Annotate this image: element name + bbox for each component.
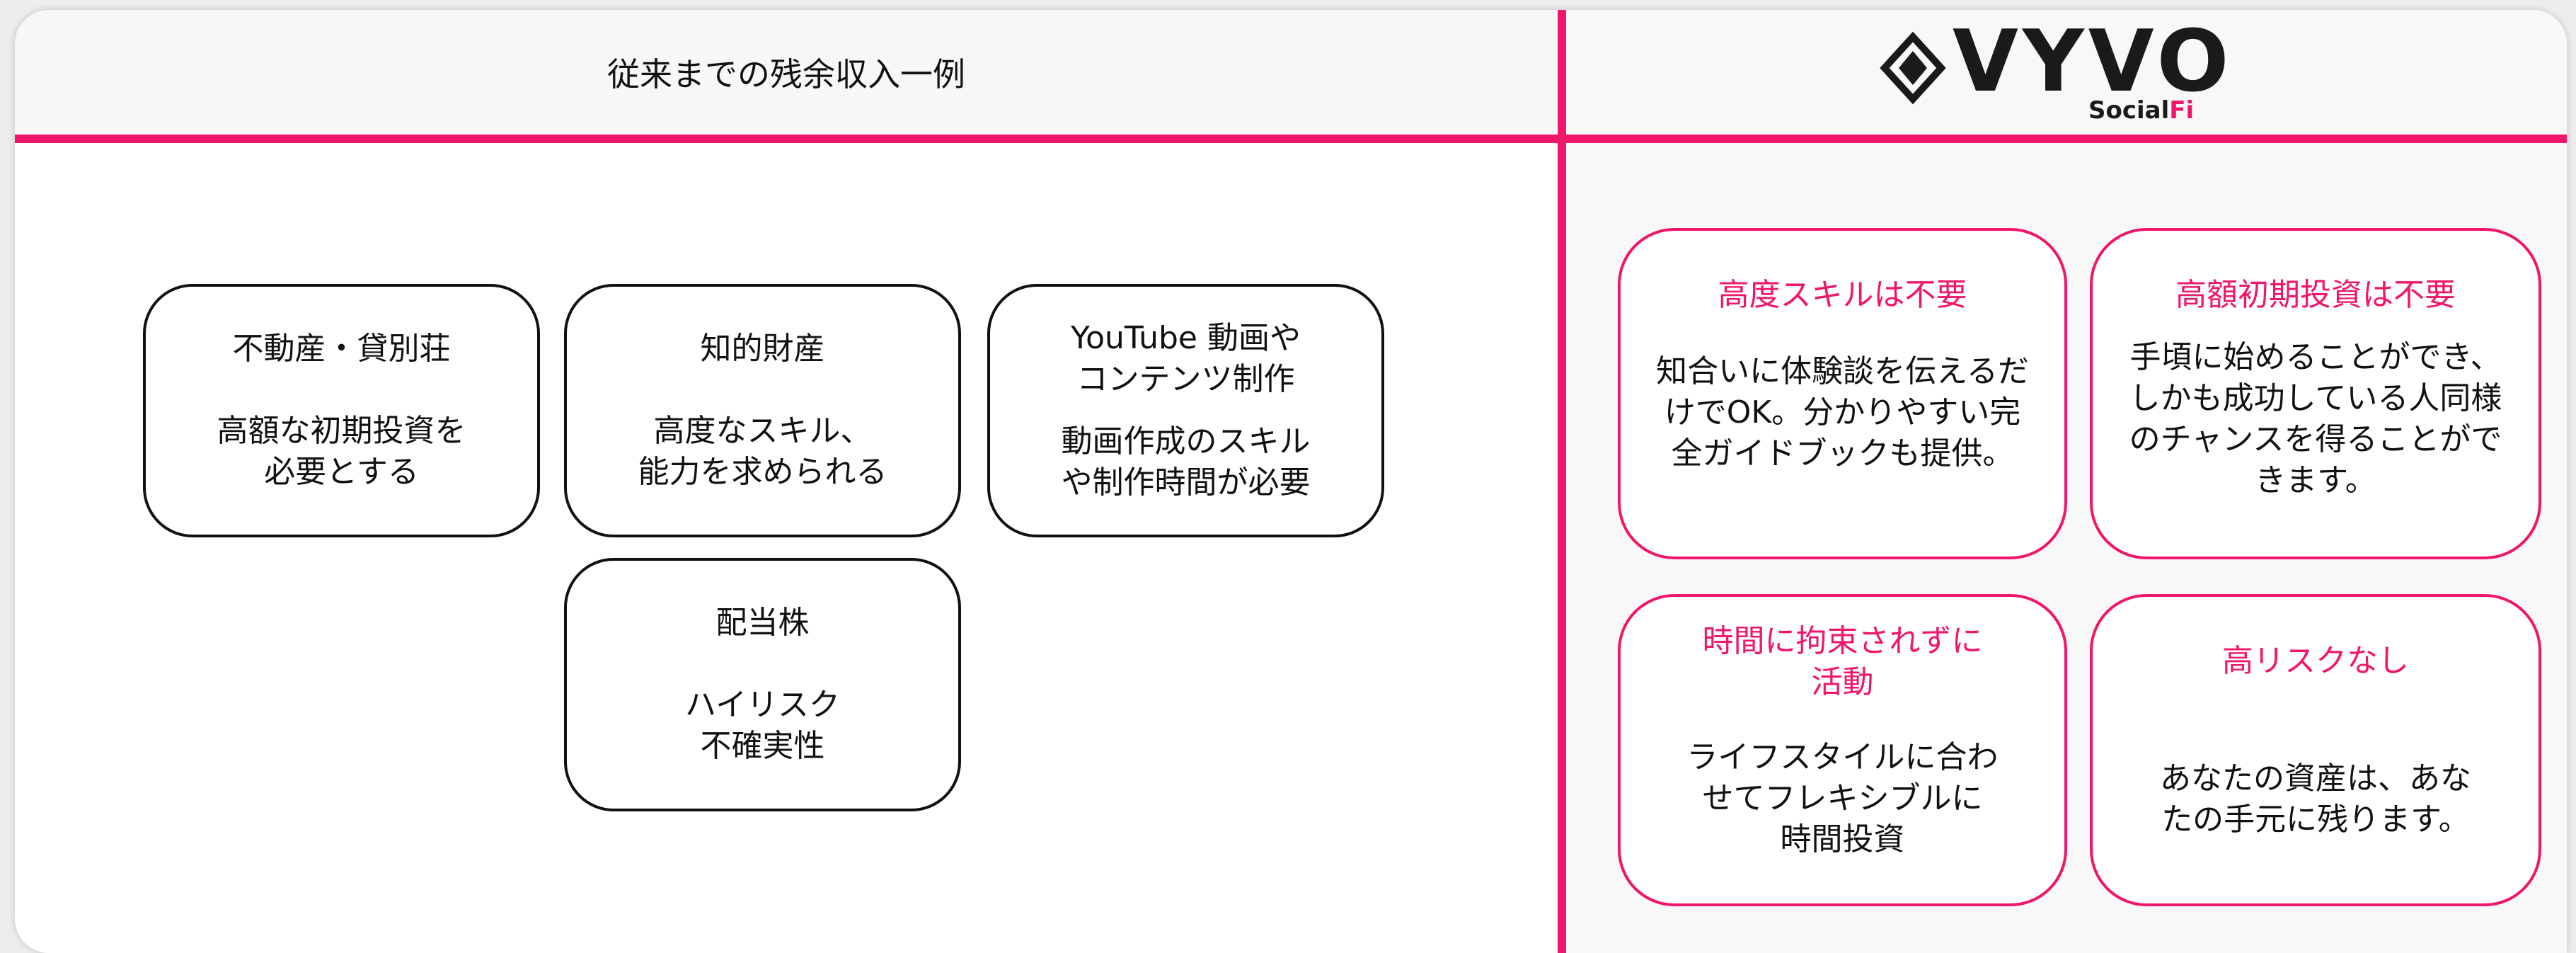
benefit-flexible-time: 時間に拘束されずに 活動 ライフスタイルに合わ せてフレキシブルに 時間投資 <box>1618 594 2067 906</box>
benefit-no-initial-investment: 高額初期投資は不要 手頃に始めることができ、 しかも成功している人同様 のチャン… <box>2090 228 2541 559</box>
benefit-no-skill: 高度スキルは不要 知合いに体験談を伝えるだ けでOK。分かりやすい完 全ガイドブ… <box>1618 228 2067 559</box>
logo-diamond-icon <box>1880 31 1946 105</box>
card-description: 高度なスキル、 能力を求められる <box>638 413 887 490</box>
logo-subtitle: SocialFi <box>2088 96 2194 125</box>
slide: 従来までの残余収入一例 VYVO SocialFi 不動産・貸別荘 高額な初期投… <box>15 10 2567 953</box>
benefit-description: あなたの資産は、あな たの手元に残ります。 <box>2160 760 2471 838</box>
card-description: 高額な初期投資を 必要とする <box>217 413 466 490</box>
benefit-description: 手頃に始めることができ、 しかも成功している人同様 のチャンスを得ることがで き… <box>2129 339 2502 498</box>
card-description: ハイリスク 不確実性 <box>684 687 841 764</box>
left-header-title: 従来までの残余収入一例 <box>607 55 965 93</box>
benefit-no-high-risk: 高リスクなし あなたの資産は、あな たの手元に残ります。 <box>2090 594 2541 906</box>
benefit-title: 高額初期投資は不要 <box>2175 277 2456 313</box>
logo-sub-social: Social <box>2088 96 2170 125</box>
left-header-background <box>15 10 1562 135</box>
benefit-title: 時間に拘束されずに 活動 <box>1702 623 1983 700</box>
card-title: 配当株 <box>715 605 810 641</box>
logo-wordmark: VYVO <box>1953 13 2233 111</box>
logo-sub-fi: Fi <box>2169 96 2195 125</box>
card-dividend-stocks: 配当株 ハイリスク 不確実性 <box>564 558 961 811</box>
card-intellectual-property: 知的財産 高度なスキル、 能力を求められる <box>564 284 961 537</box>
card-title: YouTube 動画や コンテンツ制作 <box>1071 320 1301 397</box>
benefit-description: 知合いに体験談を伝えるだ けでOK。分かりやすい完 全ガイドブックも提供。 <box>1656 353 2029 472</box>
benefit-description: ライフスタイルに合わ せてフレキシブルに 時間投資 <box>1686 739 1999 857</box>
card-description: 動画作成のスキル や制作時間が必要 <box>1061 423 1311 501</box>
column-divider <box>1558 10 1566 953</box>
benefit-title: 高度スキルは不要 <box>1718 277 1967 313</box>
card-title: 不動産・貸別荘 <box>232 331 451 367</box>
header-divider <box>15 135 2567 143</box>
benefit-title: 高リスクなし <box>2222 643 2409 679</box>
card-real-estate: 不動産・貸別荘 高額な初期投資を 必要とする <box>143 284 540 537</box>
card-title: 知的財産 <box>700 331 825 367</box>
vyvo-logo: VYVO SocialFi <box>1876 13 2244 130</box>
card-youtube: YouTube 動画や コンテンツ制作 動画作成のスキル や制作時間が必要 <box>987 284 1384 537</box>
